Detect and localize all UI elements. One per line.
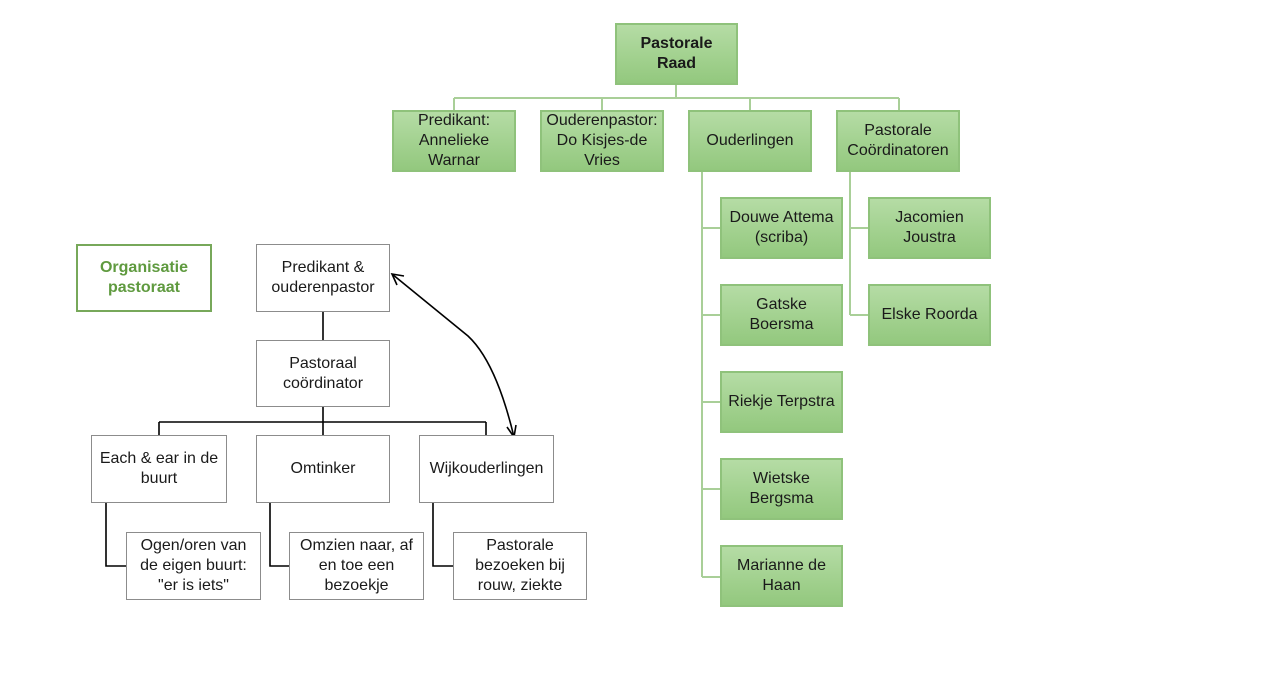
wijkouderlingen-box: Wijkouderlingen bbox=[419, 435, 554, 503]
pastorale-coordinatoren-box: Pastorale Coördinatoren bbox=[836, 110, 960, 172]
ouderenpastor-box: Ouderenpastor: Do Kisjes-de Vries bbox=[540, 110, 664, 172]
ouderling-member-box: Wietske Bergsma bbox=[720, 458, 843, 520]
pastoraal-coordinator-box: Pastoraal coördinator bbox=[256, 340, 390, 407]
each-ear-detail-box: Ogen/oren van de eigen buurt: "er is iet… bbox=[126, 532, 261, 600]
omtinker-box: Omtinker bbox=[256, 435, 390, 503]
ouderling-member-box: Gatske Boersma bbox=[720, 284, 843, 346]
organisatie-pastoraat-title: Organisatie pastoraat bbox=[76, 244, 212, 312]
predikant-ouderenpastor-box: Predikant & ouderenpastor bbox=[256, 244, 390, 312]
ouderling-member-box: Marianne de Haan bbox=[720, 545, 843, 607]
wijkouderlingen-detail-box: Pastorale bezoeken bij rouw, ziekte bbox=[453, 532, 587, 600]
each-ear-box: Each & ear in de buurt bbox=[91, 435, 227, 503]
ouderlingen-box: Ouderlingen bbox=[688, 110, 812, 172]
omtinker-detail-box: Omzien naar, af en toe een bezoekje bbox=[289, 532, 424, 600]
coordinator-member-box: Elske Roorda bbox=[868, 284, 991, 346]
pastorale-raad-box: Pastorale Raad bbox=[615, 23, 738, 85]
ouderling-member-box: Douwe Attema (scriba) bbox=[720, 197, 843, 259]
coordinator-member-box: Jacomien Joustra bbox=[868, 197, 991, 259]
ouderling-member-box: Riekje Terpstra bbox=[720, 371, 843, 433]
predikant-box: Predikant: Annelieke Warnar bbox=[392, 110, 516, 172]
